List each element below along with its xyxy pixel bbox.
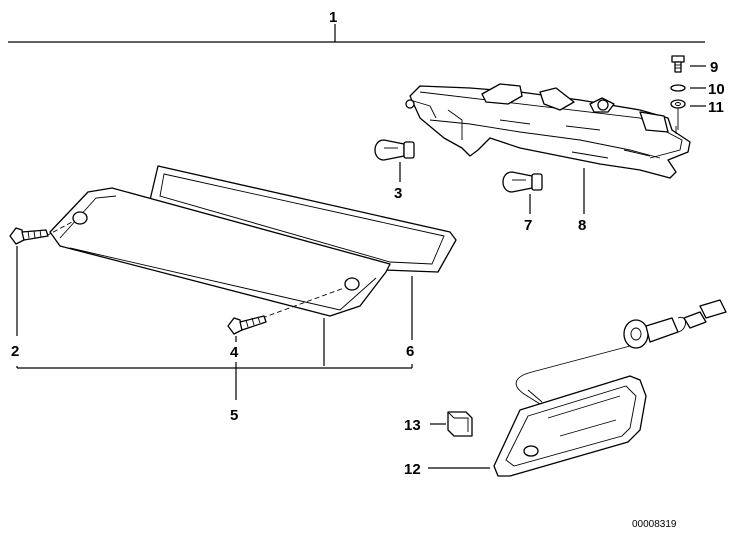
callout-3: 3 (394, 185, 402, 202)
screw-4 (227, 315, 267, 342)
bulb-7 (502, 171, 543, 214)
washer-11 (670, 99, 706, 130)
callout-1: 1 (329, 9, 337, 26)
callout-6: 6 (406, 343, 414, 360)
side-marker-lamp (428, 299, 727, 477)
lens-4 (45, 187, 391, 366)
callout-2: 2 (11, 343, 19, 360)
bulb-3 (374, 139, 415, 182)
washer-10 (670, 84, 706, 92)
callout-8: 8 (578, 217, 586, 234)
callout-13: 13 (404, 417, 421, 434)
lamp-housing (405, 83, 691, 179)
assembly-line (8, 24, 705, 43)
callout-11: 11 (708, 99, 724, 116)
callout-4: 4 (230, 344, 239, 361)
bottom-bracket (16, 362, 413, 400)
callout-5: 5 (230, 407, 238, 424)
callout-7: 7 (524, 217, 532, 234)
clip-13 (430, 411, 473, 437)
catalog-code: 00008319 (632, 519, 677, 530)
screw-2 (9, 227, 49, 336)
screw-9 (671, 55, 706, 73)
callout-10: 10 (708, 81, 725, 98)
callout-9: 9 (710, 59, 718, 76)
callout-12: 12 (404, 461, 421, 478)
